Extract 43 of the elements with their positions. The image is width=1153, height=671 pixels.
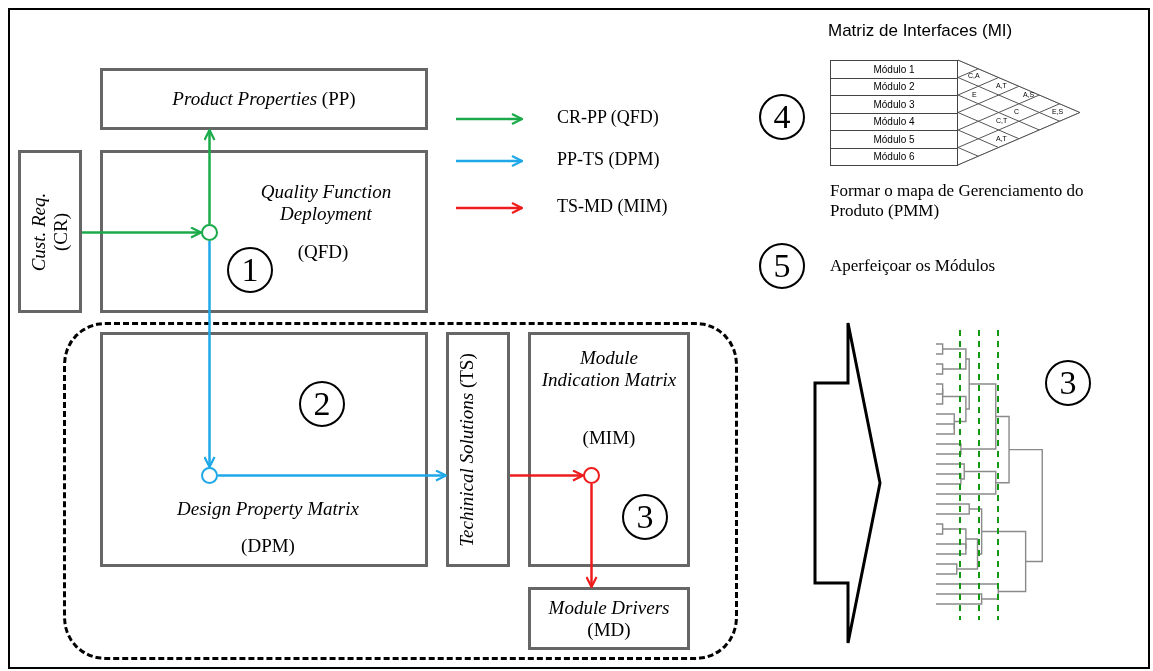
box-label: Techinical Solutions (TS) (456, 352, 478, 549)
step-text: Formar o mapa de Gerenciamento do Produto (PMM) (830, 181, 1085, 221)
arrow (585, 484, 598, 589)
legend-text: PP-TS (DPM) (557, 149, 660, 170)
module-row: Módulo 1 (830, 60, 958, 79)
box-label: (MIM) (581, 427, 637, 449)
box-label: Product Properties (PP) (171, 88, 357, 110)
process-box (18, 150, 82, 313)
legend-text: TS-MD (MIM) (557, 196, 668, 217)
box-label: Cust. Req. (CR) (28, 191, 72, 274)
step-number: 5 (759, 243, 805, 289)
step-number: 3 (1045, 360, 1091, 406)
process-box (528, 332, 690, 567)
arrow (82, 226, 203, 239)
matrix-title: Matriz de Interfaces (MI) (828, 21, 1013, 41)
arrow (218, 469, 448, 482)
arrow (203, 241, 216, 469)
dashed-group-boundary (63, 322, 738, 660)
step-number: 2 (299, 381, 345, 427)
box-label: Quality Function Deployment (259, 181, 393, 225)
junction-circle (583, 467, 600, 484)
arrow (510, 469, 585, 482)
junction-circle (201, 224, 218, 241)
step-text: Aperfeiçoar os Módulos (830, 256, 996, 276)
step-number: 4 (759, 94, 805, 140)
process-box (528, 587, 690, 650)
arrow (203, 128, 216, 224)
module-row: Módulo 3 (830, 95, 958, 114)
box-label: Module Drivers (MD) (547, 597, 671, 641)
box-label: Module Indication Matrix (541, 347, 677, 391)
process-box (100, 332, 428, 567)
step-number: 3 (622, 494, 668, 540)
legend-text: CR-PP (QFD) (557, 107, 659, 128)
process-box (100, 150, 428, 313)
box-label: Design Property Matrix (176, 498, 360, 520)
module-row: Módulo 5 (830, 130, 958, 149)
box-label: (QFD) (296, 241, 350, 263)
process-box (100, 68, 428, 130)
junction-circle (201, 467, 218, 484)
block-arrow (813, 321, 882, 645)
box-label: (DPM) (240, 535, 296, 557)
process-box (446, 332, 510, 567)
step-number: 1 (227, 247, 273, 293)
